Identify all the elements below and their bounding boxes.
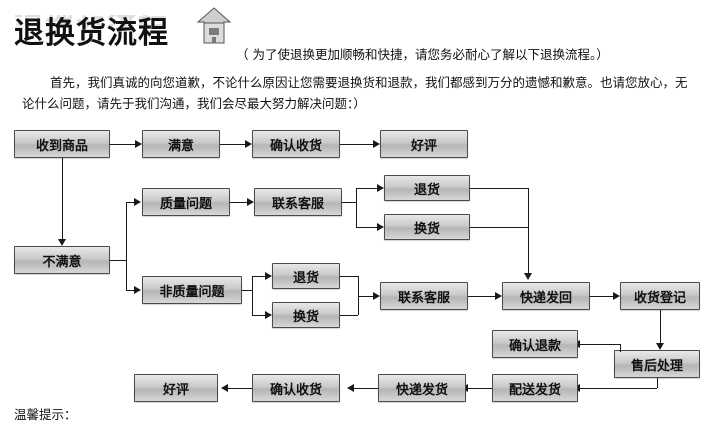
edge-unsatisfied-stem — [110, 260, 126, 261]
edge-exchange-quality-to-express — [470, 227, 528, 228]
node-aftersales-handling[interactable]: 售后处理 — [614, 350, 700, 378]
node-praise-top[interactable]: 好评 — [380, 130, 468, 158]
node-return-goods-nonquality[interactable]: 退货 — [272, 263, 340, 289]
edge-quality-merge-down — [528, 188, 529, 274]
node-nonquality-issue[interactable]: 非质量问题 — [142, 276, 242, 304]
edge-service-to-exchange — [356, 227, 378, 228]
arrow-quality-merge-to-express — [523, 273, 532, 280]
edge-service-split — [356, 188, 357, 228]
edge-service-to-return — [356, 188, 378, 189]
edge-to-quality-issue — [126, 202, 136, 203]
arrow-received-to-satisfied — [135, 139, 142, 148]
node-exchange-goods-quality[interactable]: 换货 — [384, 214, 470, 240]
node-express-shipment[interactable]: 快递发货 — [378, 374, 466, 402]
node-return-goods-quality[interactable]: 退货 — [384, 175, 470, 201]
edge-received-to-unsatisfied — [62, 158, 63, 240]
node-unsatisfied[interactable]: 不满意 — [14, 246, 110, 274]
arrow-service-nq-to-express — [495, 291, 502, 300]
arrow-service-to-exchange — [377, 222, 384, 231]
arrow-confirm-to-praise-bottom — [221, 383, 228, 392]
node-confirm-refund[interactable]: 确认退款 — [492, 330, 578, 358]
edge-nonquality-stem — [242, 290, 252, 291]
edge-nq-merge-to-service — [358, 296, 374, 297]
edge-service-stem — [342, 202, 356, 203]
node-quality-issue[interactable]: 质量问题 — [142, 188, 230, 216]
arrow-nonquality-to-exchange — [265, 310, 272, 319]
intro-paragraph: 首先，我们真诚的向您道歉，不论什么原因让您需要退换货和退款，我们都感到万分的遗憾… — [22, 72, 690, 114]
arrow-express-to-registration — [613, 291, 620, 300]
edge-confirm-to-praise — [340, 144, 374, 145]
edge-nq-merge-vertical — [358, 276, 359, 315]
edge-satisfied-to-confirm — [220, 144, 246, 145]
edge-nonquality-split — [252, 276, 253, 316]
edge-express-to-registration — [590, 296, 614, 297]
edge-nonquality-to-return — [252, 276, 266, 277]
page-title: 退换货流程 — [14, 16, 169, 51]
header-note: （ 为了使退换更加顺畅和快捷，请您务必耐心了解以下退换流程。） — [236, 47, 609, 62]
arrow-express-ship-to-confirm — [347, 383, 354, 392]
node-received-goods[interactable]: 收到商品 — [14, 130, 110, 158]
node-confirm-receipt-top[interactable]: 确认收货 — [252, 130, 340, 158]
edge-unsatisfied-split — [126, 202, 127, 290]
edge-confirm-to-praise-bottom — [226, 388, 252, 389]
edge-received-to-satisfied — [110, 144, 136, 145]
edge-express-ship-to-confirm — [352, 388, 378, 389]
node-receipt-registration[interactable]: 收货登记 — [620, 282, 700, 310]
edge-to-nonquality-issue — [126, 290, 136, 291]
arrow-to-nonquality-issue — [134, 285, 141, 294]
arrow-received-to-unsatisfied — [57, 239, 66, 246]
arrow-service-to-return — [377, 183, 384, 192]
arrow-quality-to-service — [247, 197, 254, 206]
arrow-to-quality-issue — [134, 197, 141, 206]
node-contact-service-quality[interactable]: 联系客服 — [254, 188, 342, 216]
arrow-registration-to-aftersales — [655, 343, 664, 350]
house-icon — [196, 6, 232, 46]
edge-delivery-to-express-ship — [466, 388, 492, 389]
edge-registration-to-aftersales — [660, 310, 661, 344]
edge-aftersales-to-delivery — [578, 388, 657, 389]
edge-nonquality-to-exchange — [252, 315, 266, 316]
footer-tip: 温馨提示： — [14, 407, 77, 422]
edge-return-nq-merge — [340, 276, 358, 277]
edge-quality-to-service — [230, 202, 248, 203]
node-praise-bottom[interactable]: 好评 — [134, 374, 218, 402]
edge-aftersales-refund-riser — [620, 344, 621, 352]
arrow-nonquality-to-return — [265, 271, 272, 280]
node-satisfied[interactable]: 满意 — [142, 130, 220, 158]
edge-service-nq-to-express — [468, 296, 496, 297]
arrow-nq-to-service — [373, 291, 380, 300]
edge-return-quality-to-express — [470, 188, 528, 189]
edge-aftersales-down — [657, 378, 658, 388]
node-express-return[interactable]: 快递发回 — [502, 282, 590, 310]
edge-aftersales-to-refund — [578, 344, 620, 345]
arrow-confirm-to-praise — [373, 139, 380, 148]
node-delivery-shipment[interactable]: 配送发货 — [492, 374, 578, 402]
node-exchange-goods-nonquality[interactable]: 换货 — [272, 302, 340, 328]
node-contact-service-nonquality[interactable]: 联系客服 — [380, 282, 468, 310]
node-confirm-receipt-bottom[interactable]: 确认收货 — [252, 374, 340, 402]
edge-exchange-nq-merge — [340, 315, 358, 316]
intro-line-1: 首先，我们真诚的向您道歉，不论什么原因让您需要退换货和退款，我们都感到万分的遗憾… — [50, 75, 688, 90]
intro-line-2: 论什么问题，请先于我们沟通，我们会尽最大努力解决问题：） — [22, 96, 366, 111]
arrow-satisfied-to-confirm — [245, 139, 252, 148]
